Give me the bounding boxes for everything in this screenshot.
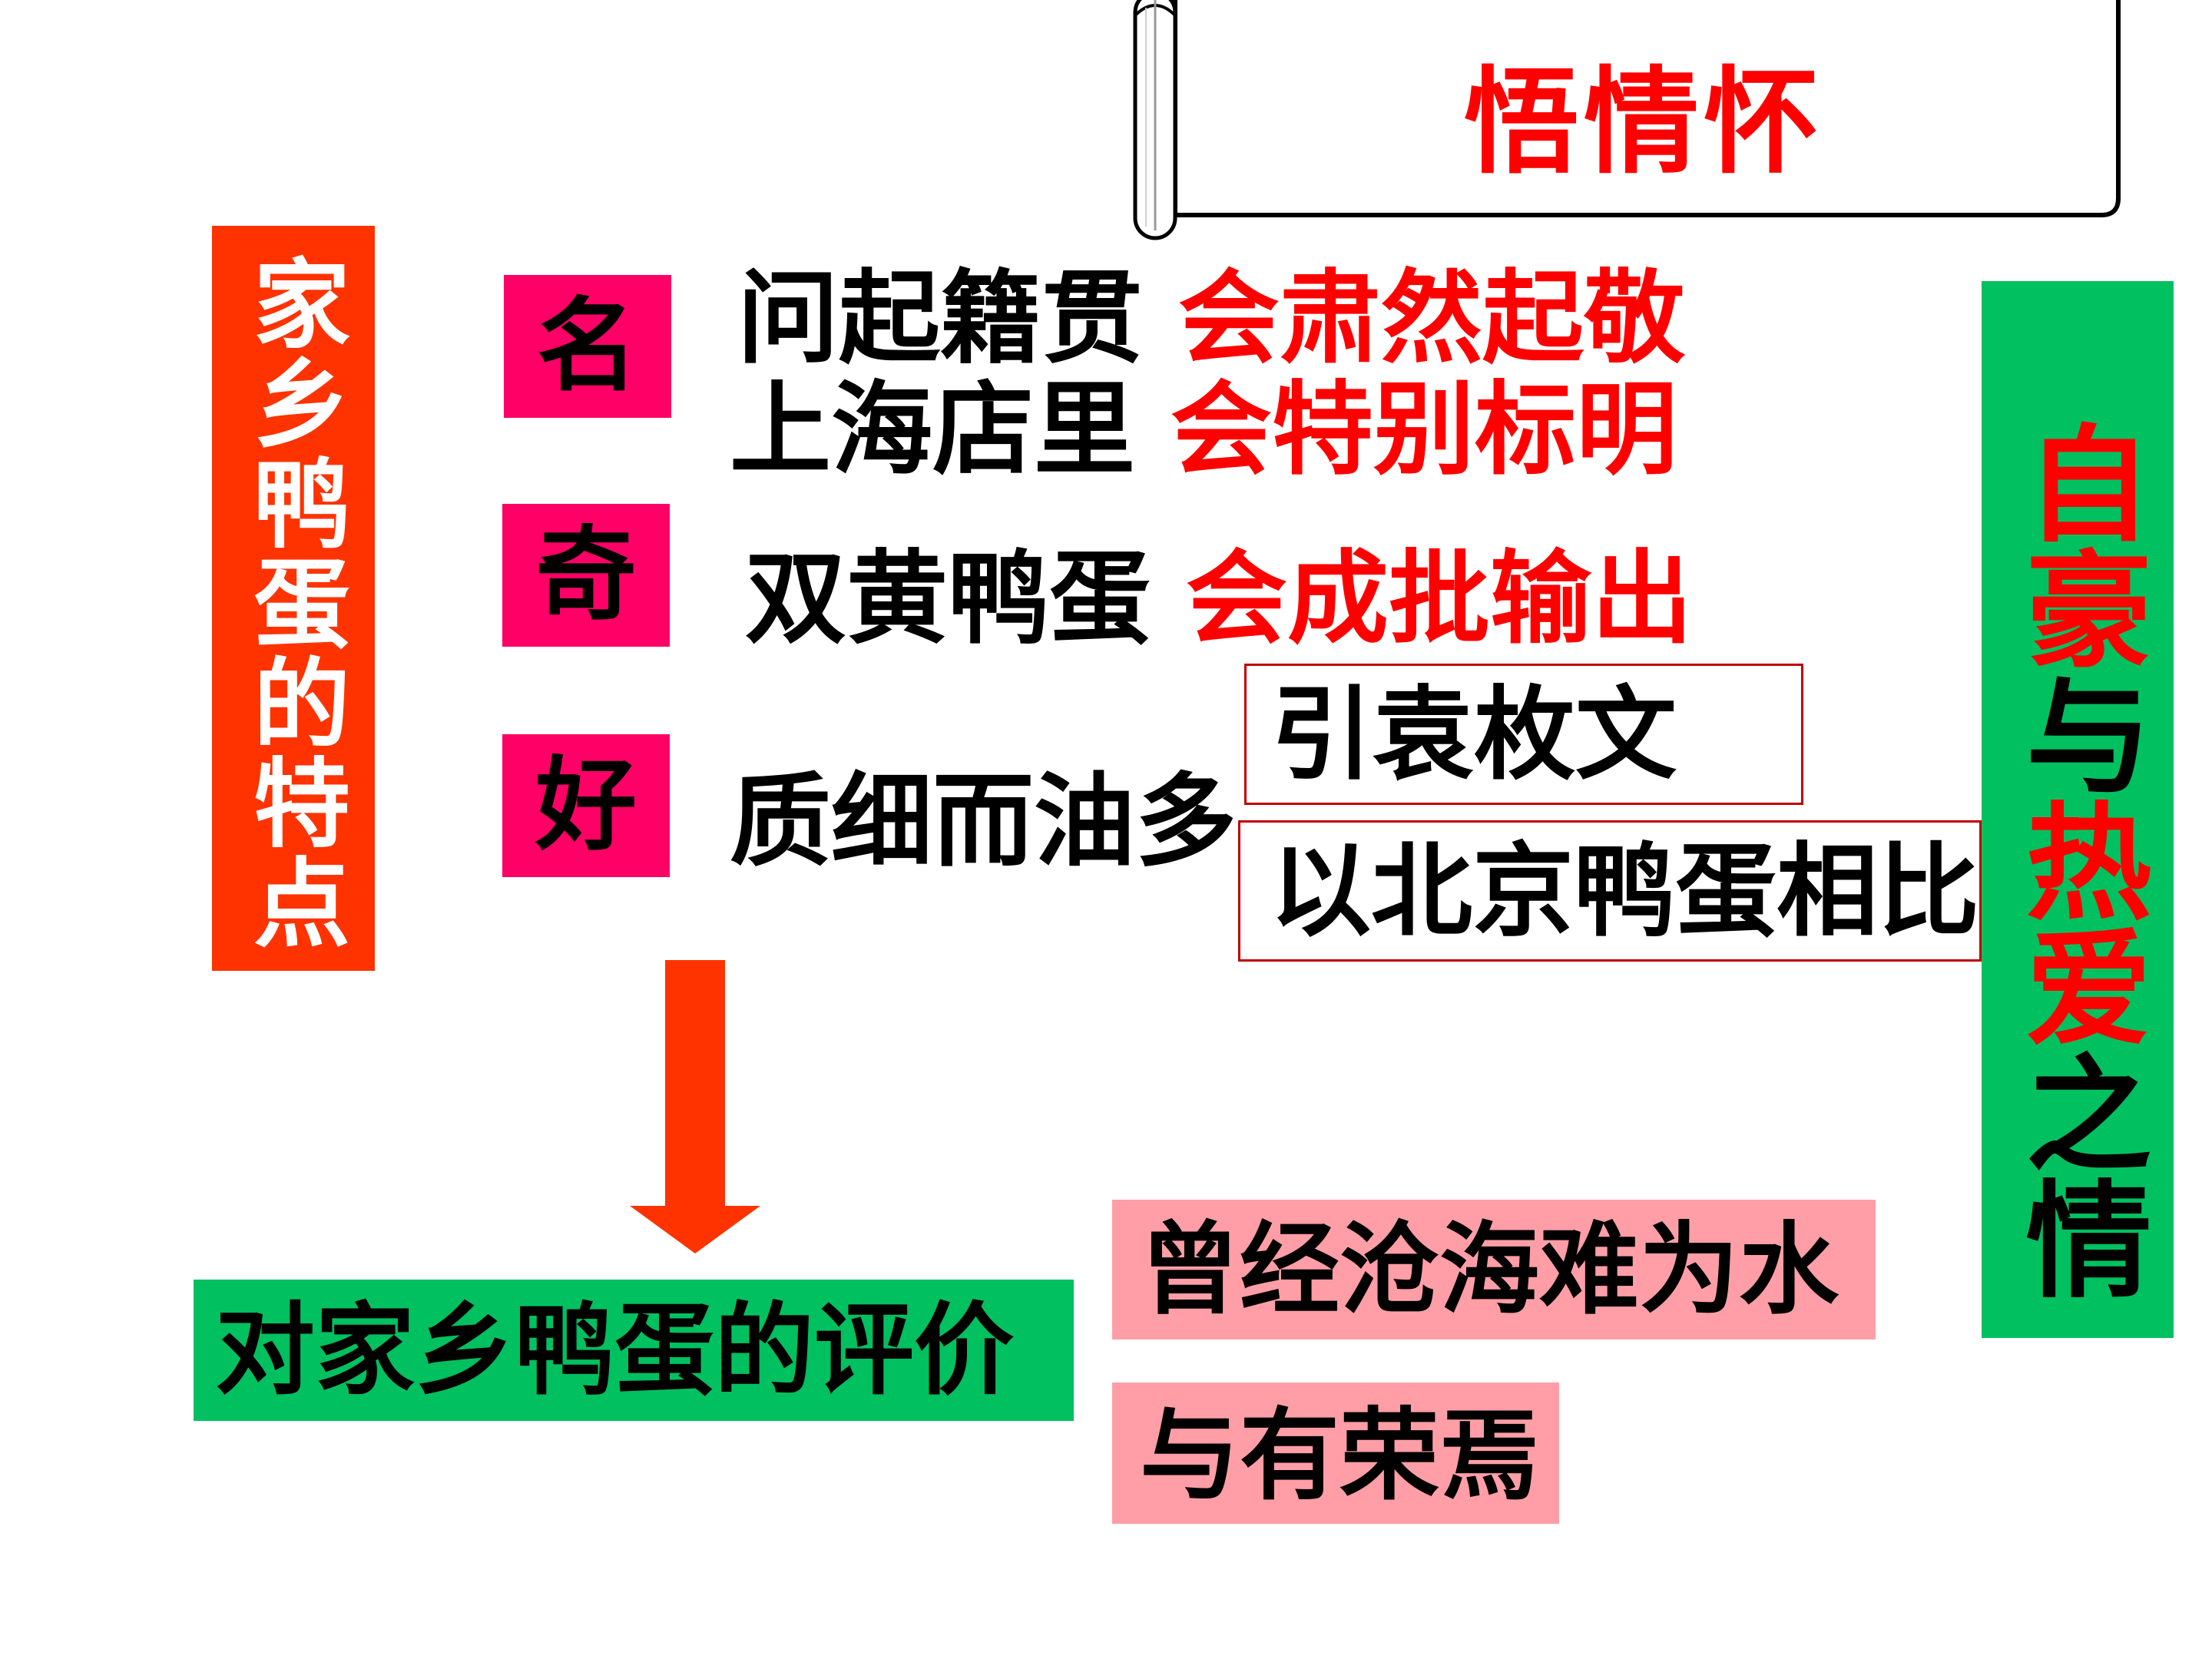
quote-box: 引袁枚文 [1244,664,1803,805]
row-shanghai-shop-red: 会特别标明 [1170,371,1677,489]
row-double-yolk: 双黄鸭蛋 会成批输出 [745,538,1693,661]
quote-box-label: 引袁枚文 [1271,676,1677,794]
row-native-place-black: 问起籍贯 [737,260,1143,378]
down-arrow-icon [630,960,760,1253]
right-bar-feeling: 之情 [2005,1048,2151,1300]
row-quality: 质细而油多 [730,760,1237,883]
right-bar-pride: 自豪 [2005,419,2151,671]
evaluation-box: 对家乡鸭蛋的评价 [194,1280,1074,1421]
right-bar-love: 热爱 [2005,796,2151,1048]
compare-box-label: 以北京鸭蛋相比 [1270,833,1979,951]
left-features-bar: 家乡鸭蛋的特点 [212,226,375,971]
row-quality-black: 质细而油多 [730,763,1237,881]
row-native-place-red: 会肃然起敬 [1177,260,1685,378]
row-shanghai-shop: 上海店里 会特别标明 [730,369,1677,492]
tag-ming: 名 [504,275,671,418]
banner-title: 悟情怀 [1463,56,1823,190]
tag-qi: 奇 [502,504,670,647]
tag-hao: 好 [502,734,670,877]
right-emotion-bar: 自豪与热爱之情 [1982,281,2174,1338]
right-bar-and: 与 [2005,671,2151,796]
left-bar-label: 家乡鸭蛋的特点 [237,253,350,952]
scroll-banner [1133,0,2121,240]
phrase-rongYan: 与有荣焉 [1112,1382,1559,1524]
row-shanghai-shop-black: 上海店里 [730,371,1135,489]
right-bar-label: 自豪与热爱之情 [1982,281,2174,1338]
phrase-cangHai: 曾经沧海难为水 [1112,1200,1876,1339]
row-native-place: 问起籍贯 会肃然起敬 [737,257,1685,380]
row-double-yolk-red: 会成批输出 [1185,540,1693,658]
compare-box: 以北京鸭蛋相比 [1238,820,1982,962]
row-double-yolk-black: 双黄鸭蛋 [745,540,1151,658]
